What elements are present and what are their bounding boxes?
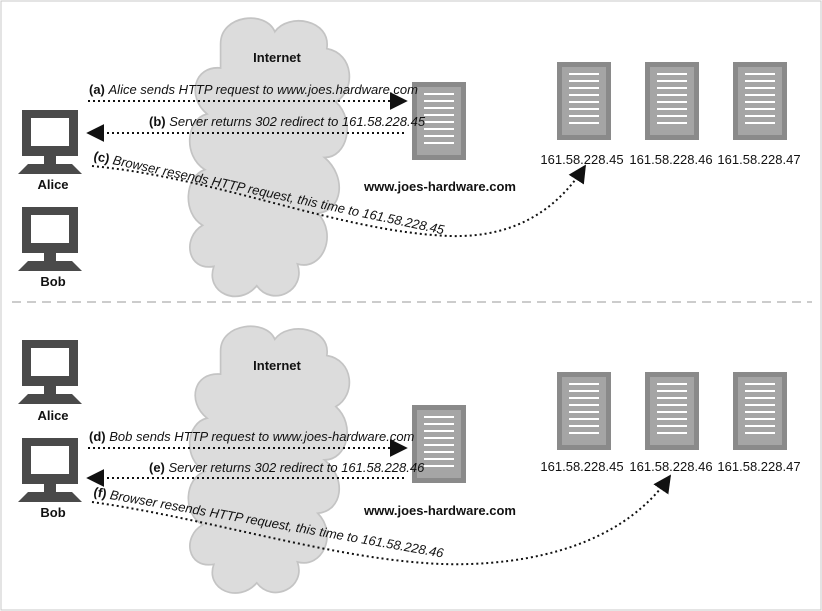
mirror-ip-1: 161.58.228.45 [540,152,623,167]
mirror-ip-3: 161.58.228.47 [717,152,800,167]
step-b-label: (b) Server returns 302 redirect to 161.5… [149,114,426,129]
step-e-label: (e) Server returns 302 redirect to 161.5… [149,460,425,475]
step-a-label: (a) Alice sends HTTP request to www.joes… [89,82,418,97]
mirror-server-2-icon [644,371,700,451]
mirror-server-3-icon [732,371,788,451]
mirror-ip-1: 161.58.228.45 [540,459,623,474]
cloud-label: Internet [253,50,301,65]
mirror-server-2-icon [644,61,700,141]
client-label-bob: Bob [40,274,65,289]
mirror-ip-2: 161.58.228.46 [629,152,712,167]
mirror-server-1-icon [556,61,612,141]
step-d-label: (d) Bob sends HTTP request to www.joes-h… [89,429,415,444]
client-label-bob: Bob [40,505,65,520]
mirror-ip-2: 161.58.228.46 [629,459,712,474]
mirror-ip-3: 161.58.228.47 [717,459,800,474]
mirror-server-1-icon [556,371,612,451]
mirror-server-3-icon [732,61,788,141]
client-label-alice: Alice [37,177,68,192]
server-label: www.joes-hardware.com [363,503,516,518]
cloud-label: Internet [253,358,301,373]
client-label-alice: Alice [37,408,68,423]
panel-top: Internet Alice Bob www.joes-hardware.com… [18,17,801,298]
server-label: www.joes-hardware.com [363,179,516,194]
